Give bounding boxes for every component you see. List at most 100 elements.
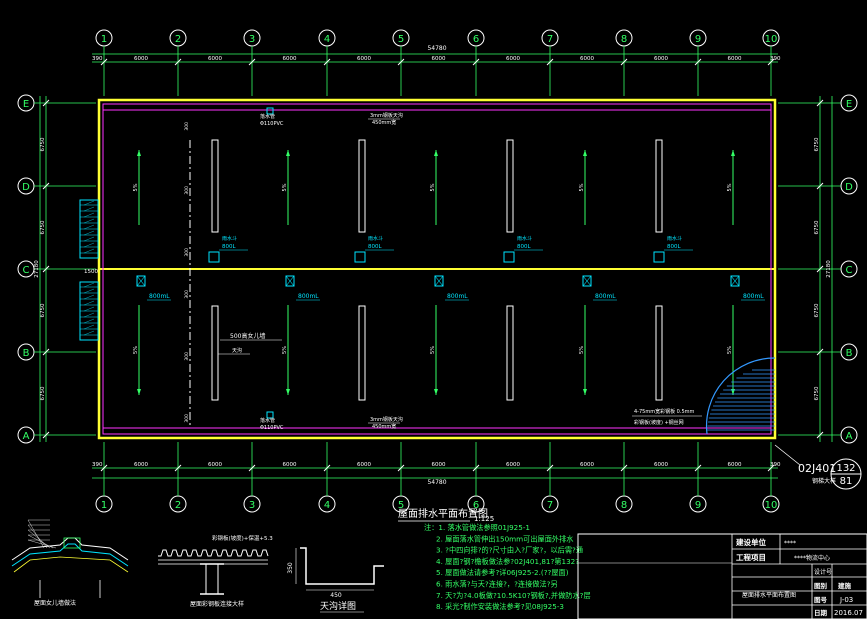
callout-den: 81	[840, 476, 853, 487]
dim-bay: 6000	[654, 462, 668, 468]
gutter-strip	[358, 139, 366, 233]
slope-pct: 5%	[727, 346, 733, 354]
axis-label-2: 2	[175, 500, 181, 511]
slope-300: 300	[184, 248, 190, 257]
slope-pct: 5%	[430, 183, 436, 191]
axis-label-A: A	[846, 431, 853, 442]
arc-note-2: 彩钢板(坡度) +钢丝网	[634, 419, 684, 426]
outlet-size: 800mL	[595, 293, 616, 300]
slope-pct: 5%	[430, 346, 436, 354]
slope-arrow	[286, 150, 290, 156]
dim-bay: 6000	[208, 462, 222, 468]
axis-label-5: 5	[398, 34, 404, 45]
dim-row: 6750	[40, 220, 46, 234]
axis-label-8: 8	[621, 34, 627, 45]
detail-joint-label: 屋面彩钢板连接大样	[190, 600, 244, 608]
slope-arrow	[583, 150, 587, 156]
note-line: 4. 屋面?钢?檐板做法参?02J401,81?第132?	[436, 557, 579, 566]
slope-pct: 5%	[133, 183, 139, 191]
title-block: 建设单位 **** 工程项目 ****物流中心 屋面排水平面布置图 设计号 图别…	[577, 533, 867, 619]
axis-label-6: 6	[473, 500, 479, 511]
rain-outlet	[434, 275, 444, 287]
axis-label-B: B	[846, 348, 853, 359]
dim-bay: 6000	[134, 462, 148, 468]
axis-label-2: 2	[175, 34, 181, 45]
gutter-dim-v: 350	[287, 562, 294, 574]
detail-gutter-label: 天沟详图	[320, 600, 356, 612]
rain-outlet	[208, 251, 220, 263]
parapet-tag-sub: 天沟	[232, 347, 242, 354]
axis-label-A: A	[23, 431, 30, 442]
dim-total-length: 54780	[427, 479, 446, 486]
dim-bay: 6000	[283, 462, 297, 468]
detail-parapet-label: 屋面女儿墙做法	[34, 599, 76, 607]
axis-label-9: 9	[695, 500, 701, 511]
note-line: 7. 天?为?4.0板做?10.5K10?钢板?,并做防水?层	[436, 591, 591, 600]
rain-outlet	[354, 251, 366, 263]
rain-outlet	[136, 275, 146, 287]
outlet-size: 800L	[222, 244, 236, 250]
axis-label-10: 10	[765, 500, 778, 511]
slope-arrow	[731, 150, 735, 156]
callout-sub: 钢梯大样	[812, 477, 836, 485]
note-line: 2. 屋面落水管伸出150mm可出屋面外排水	[436, 534, 574, 543]
hatched-arc	[705, 357, 776, 435]
row-axes-left: E D C B A	[17, 94, 96, 444]
axis-label-1: 1	[101, 34, 107, 45]
note-line: 注：1. 落水管做法参照01J925-1	[424, 523, 530, 532]
slope-arrow	[286, 389, 290, 395]
slope-pct: 5%	[282, 346, 288, 354]
tb-category-label: 图别	[814, 581, 828, 590]
axis-label-E: E	[23, 99, 29, 110]
note-line: 8. 采光?制作安装做法参考?见08J925-3	[436, 602, 564, 611]
outlet-size: 800L	[667, 244, 681, 250]
axis-label-7: 7	[547, 500, 553, 511]
dim-row: 6750	[40, 303, 46, 317]
dim-row: 6750	[814, 137, 820, 151]
tb-owner-value: ****	[784, 540, 796, 547]
tb-date-label: 日期	[814, 608, 828, 617]
dim-row: 6750	[40, 137, 46, 151]
axis-label-D: D	[22, 182, 30, 193]
dim-bay: 6000	[283, 56, 297, 62]
gutter-strip	[655, 139, 663, 233]
slope-300: 300	[184, 290, 190, 299]
dim-end-offset: 390	[92, 462, 103, 468]
downpipe-spec: Φ110PVC	[260, 425, 284, 431]
axis-label-8: 8	[621, 500, 627, 511]
detail-parapet: 屋面女儿墙做法	[11, 519, 129, 607]
dim-total-length: 54780	[427, 45, 446, 52]
axis-label-9: 9	[695, 34, 701, 45]
dim-bay: 6000	[432, 462, 446, 468]
axis-label-C: C	[23, 265, 30, 276]
axis-label-D: D	[845, 182, 853, 193]
axis-label-B: B	[23, 348, 30, 359]
gutter-note-2: 450mm宽	[372, 423, 396, 430]
dim-bay: 6000	[728, 56, 742, 62]
axis-label-3: 3	[249, 500, 255, 511]
outlet-size: 800mL	[298, 293, 319, 300]
dim-bay: 6000	[357, 56, 371, 62]
rain-outlet	[285, 275, 295, 287]
outlet-label: 雨水斗	[368, 235, 383, 242]
detail-gutter: 450 350 天沟详图	[287, 547, 384, 613]
slope-pct: 5%	[727, 183, 733, 191]
tb-project-label: 工程项目	[736, 553, 766, 562]
outlet-size: 800mL	[743, 293, 764, 300]
outlet-size: 800mL	[149, 293, 170, 300]
outlet-size: 800L	[517, 244, 531, 250]
tb-designer-label: 设计号	[814, 568, 832, 576]
slope-pct: 5%	[282, 183, 288, 191]
gutter-dim-h: 450	[330, 592, 342, 599]
downpipe-spec: Φ110PVC	[260, 121, 284, 127]
detail-joint: 彩钢板(坡度)+保温+5.3 屋面彩钢板连接大样	[158, 534, 273, 608]
callout-num: 132	[836, 463, 855, 474]
slope-pct: 5%	[133, 346, 139, 354]
arc-note-1: 4-75mm宽彩钢板 0.5mm	[634, 408, 695, 415]
downpipe-label: 落水管	[260, 113, 275, 120]
axis-label-3: 3	[249, 34, 255, 45]
